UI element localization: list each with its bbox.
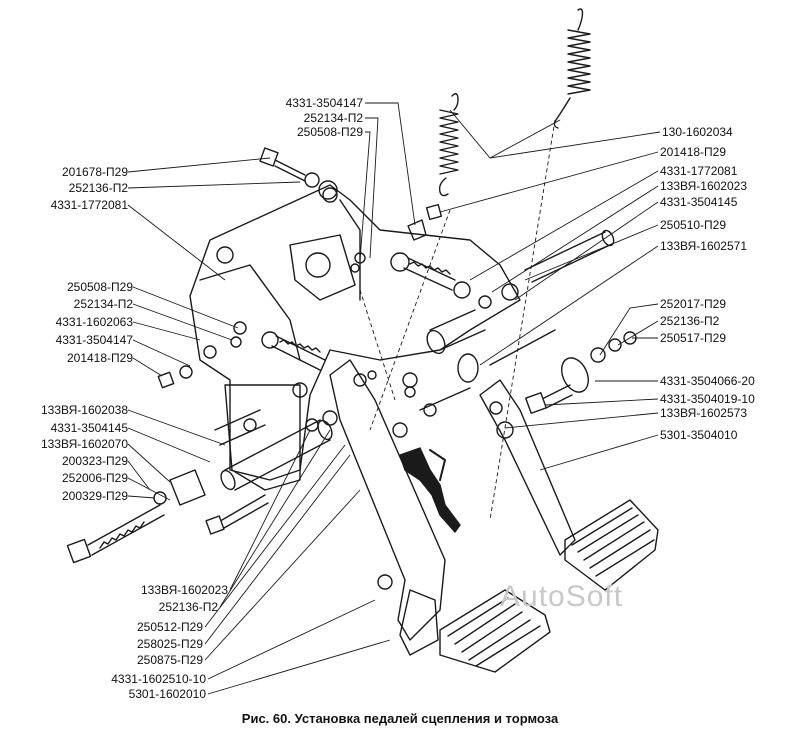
label-right-7: 133ВЯ-1602571 bbox=[660, 239, 748, 253]
label-left-1: 201678-П29 bbox=[61, 165, 128, 179]
label-bottom-1: 133ВЯ-1602023 bbox=[140, 583, 228, 597]
label-left-8: 201418-П29 bbox=[66, 351, 133, 365]
label-left-11: 133ВЯ-1602070 bbox=[40, 437, 128, 451]
shaft bbox=[214, 409, 333, 491]
label-left-5: 252134-П2 bbox=[73, 297, 133, 311]
label-right-9: 252136-П2 bbox=[660, 314, 720, 328]
label-left-2: 252136-П2 bbox=[68, 181, 128, 195]
label-top-2: 252134-П2 bbox=[303, 111, 363, 125]
label-left-3: 4331-1772081 bbox=[50, 198, 128, 212]
bolt-top bbox=[259, 147, 338, 200]
label-right-3: 4331-1772081 bbox=[660, 164, 738, 178]
label-right-13: 133ВЯ-1602573 bbox=[660, 406, 748, 420]
label-right-11: 4331-3504066-20 bbox=[660, 374, 755, 388]
bolt-left bbox=[261, 331, 326, 371]
bolt-middle bbox=[390, 252, 471, 299]
label-right-2: 201418-П29 bbox=[660, 145, 727, 159]
label-right-1: 130-1602034 bbox=[662, 125, 733, 139]
label-left-9: 133ВЯ-1602038 bbox=[40, 403, 128, 417]
label-bottom-5: 250875-П29 bbox=[136, 653, 203, 667]
label-right-5: 4331-3504145 bbox=[660, 195, 738, 209]
right-shaft bbox=[426, 229, 615, 355]
label-left-4: 250508-П29 bbox=[66, 280, 133, 294]
bushing bbox=[153, 469, 206, 506]
clutch-pedal-arm bbox=[329, 359, 446, 641]
spring-clip bbox=[399, 447, 461, 533]
label-left-10: 4331-3504145 bbox=[50, 421, 128, 435]
label-right-4: 133ВЯ-1602023 bbox=[660, 179, 748, 193]
label-bottom-7: 5301-1602010 bbox=[128, 687, 206, 701]
label-top-3: 250508-П29 bbox=[296, 125, 363, 139]
brake-pedal-pad bbox=[564, 499, 659, 591]
watermark: AutoSoft bbox=[500, 580, 624, 613]
label-bottom-3: 250512-П29 bbox=[136, 620, 203, 634]
label-bottom-2: 252136-П2 bbox=[158, 600, 218, 614]
right-bolt-washers bbox=[457, 329, 637, 414]
label-left-7: 4331-3504147 bbox=[55, 333, 133, 347]
label-left-13: 252006-П29 bbox=[61, 471, 128, 485]
return-spring-right bbox=[553, 8, 591, 129]
return-spring-left bbox=[438, 93, 459, 197]
clutch-pedal-pad bbox=[439, 589, 551, 673]
label-right-8: 252017-П29 bbox=[660, 297, 727, 311]
label-left-6: 4331-1602063 bbox=[55, 315, 133, 329]
label-right-10: 250517-П29 bbox=[660, 331, 727, 345]
label-bottom-6: 4331-1602510-10 bbox=[111, 672, 206, 686]
long-bolt bbox=[66, 504, 165, 564]
label-left-12: 200323-П29 bbox=[61, 454, 128, 468]
label-bottom-4: 258025-П29 bbox=[136, 637, 203, 651]
label-right-12: 4331-3504019-10 bbox=[660, 392, 755, 406]
figure-caption: Рис. 60. Установка педалей сцепления и т… bbox=[241, 711, 559, 726]
label-left-14: 200329-П29 bbox=[61, 489, 128, 503]
brake-pedal-arm bbox=[479, 379, 576, 556]
label-right-14: 5301-3504010 bbox=[660, 428, 738, 442]
label-right-6: 250510-П29 bbox=[660, 218, 727, 232]
short-bolt bbox=[205, 494, 269, 535]
label-top-1: 4331-3504147 bbox=[285, 96, 363, 110]
